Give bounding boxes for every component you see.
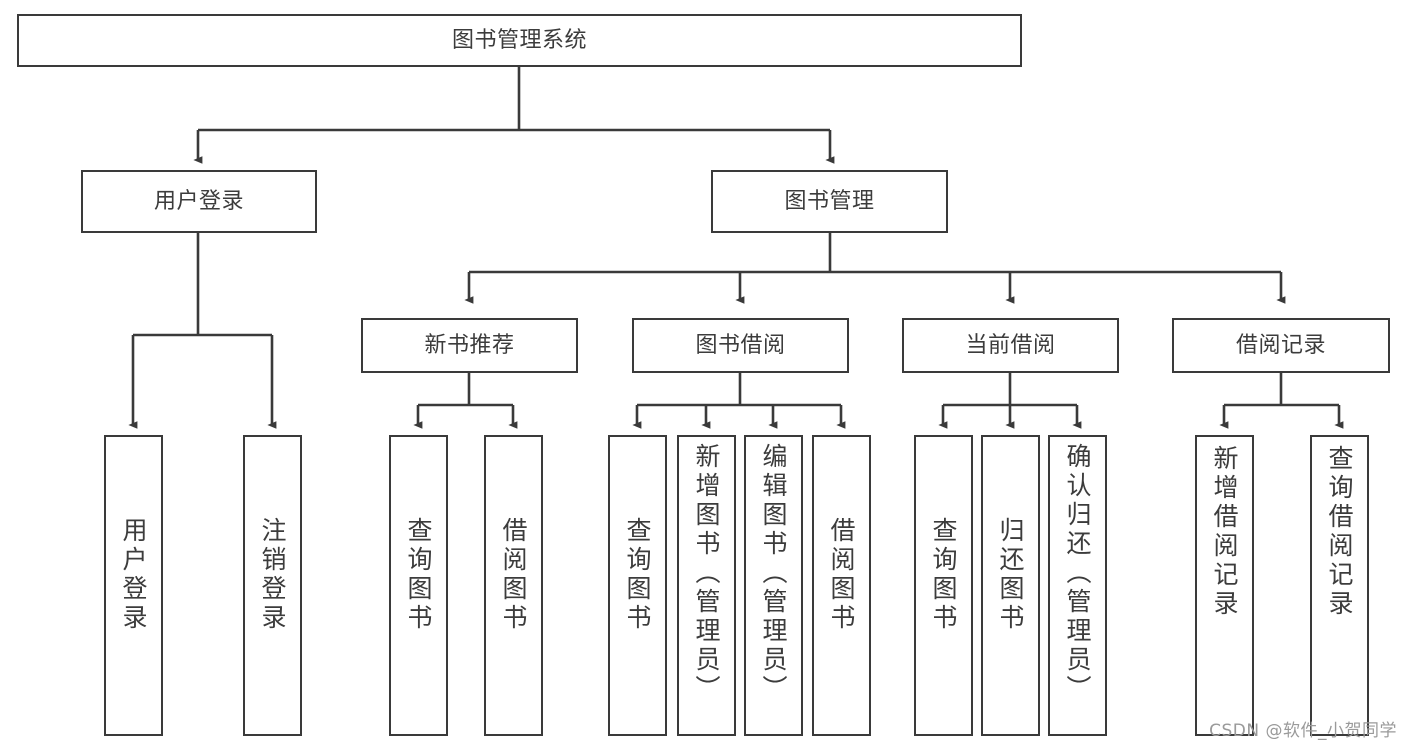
leaf-label: 借阅图书	[499, 517, 528, 633]
node-book-management-label: 图书管理	[784, 188, 875, 214]
leaf-new-book-borrow[interactable]: 借阅图书	[484, 435, 543, 736]
leaf-label: 确认归还（管理员）	[1063, 443, 1092, 704]
leaf-book-borrow-query[interactable]: 查询图书	[608, 435, 667, 736]
leaf-user-login-logout[interactable]: 注销登录	[243, 435, 302, 736]
leaf-book-borrow-borrow[interactable]: 借阅图书	[812, 435, 871, 736]
watermark: CSDN @软件_小贺同学	[1209, 721, 1397, 741]
leaf-borrow-record-add[interactable]: 新增借阅记录	[1195, 435, 1254, 736]
node-root-label: 图书管理系统	[451, 27, 587, 53]
leaf-book-borrow-add[interactable]: 新增图书（管理员）	[677, 435, 736, 736]
node-book-borrow[interactable]: 图书借阅	[632, 318, 849, 373]
leaf-label: 用户登录	[119, 517, 148, 633]
leaf-new-book-query[interactable]: 查询图书	[389, 435, 448, 736]
node-new-book-recommend[interactable]: 新书推荐	[361, 318, 578, 373]
node-user-login[interactable]: 用户登录	[81, 170, 317, 233]
leaf-label: 归还图书	[996, 517, 1025, 633]
node-new-book-recommend-label: 新书推荐	[424, 332, 515, 358]
leaf-current-borrow-confirm[interactable]: 确认归还（管理员）	[1048, 435, 1107, 736]
leaf-label: 借阅图书	[827, 517, 856, 633]
leaf-label: 查询借阅记录	[1325, 445, 1354, 619]
leaf-book-borrow-edit[interactable]: 编辑图书（管理员）	[744, 435, 803, 736]
leaf-label: 查询图书	[404, 517, 433, 633]
node-borrow-record[interactable]: 借阅记录	[1172, 318, 1390, 373]
leaf-current-borrow-query[interactable]: 查询图书	[914, 435, 973, 736]
leaf-label: 注销登录	[258, 517, 287, 633]
leaf-borrow-record-query[interactable]: 查询借阅记录	[1310, 435, 1369, 736]
leaf-label: 新增图书（管理员）	[692, 443, 721, 704]
leaf-label: 查询图书	[929, 517, 958, 633]
node-book-management[interactable]: 图书管理	[711, 170, 948, 233]
node-current-borrow[interactable]: 当前借阅	[902, 318, 1119, 373]
leaf-label: 查询图书	[623, 517, 652, 633]
node-root[interactable]: 图书管理系统	[17, 14, 1022, 67]
node-user-login-label: 用户登录	[153, 188, 244, 214]
node-borrow-record-label: 借阅记录	[1235, 332, 1326, 358]
leaf-label: 新增借阅记录	[1210, 445, 1239, 619]
node-book-borrow-label: 图书借阅	[695, 332, 786, 358]
leaf-user-login-login[interactable]: 用户登录	[104, 435, 163, 736]
node-current-borrow-label: 当前借阅	[965, 332, 1056, 358]
leaf-current-borrow-return[interactable]: 归还图书	[981, 435, 1040, 736]
leaf-label: 编辑图书（管理员）	[759, 443, 788, 704]
